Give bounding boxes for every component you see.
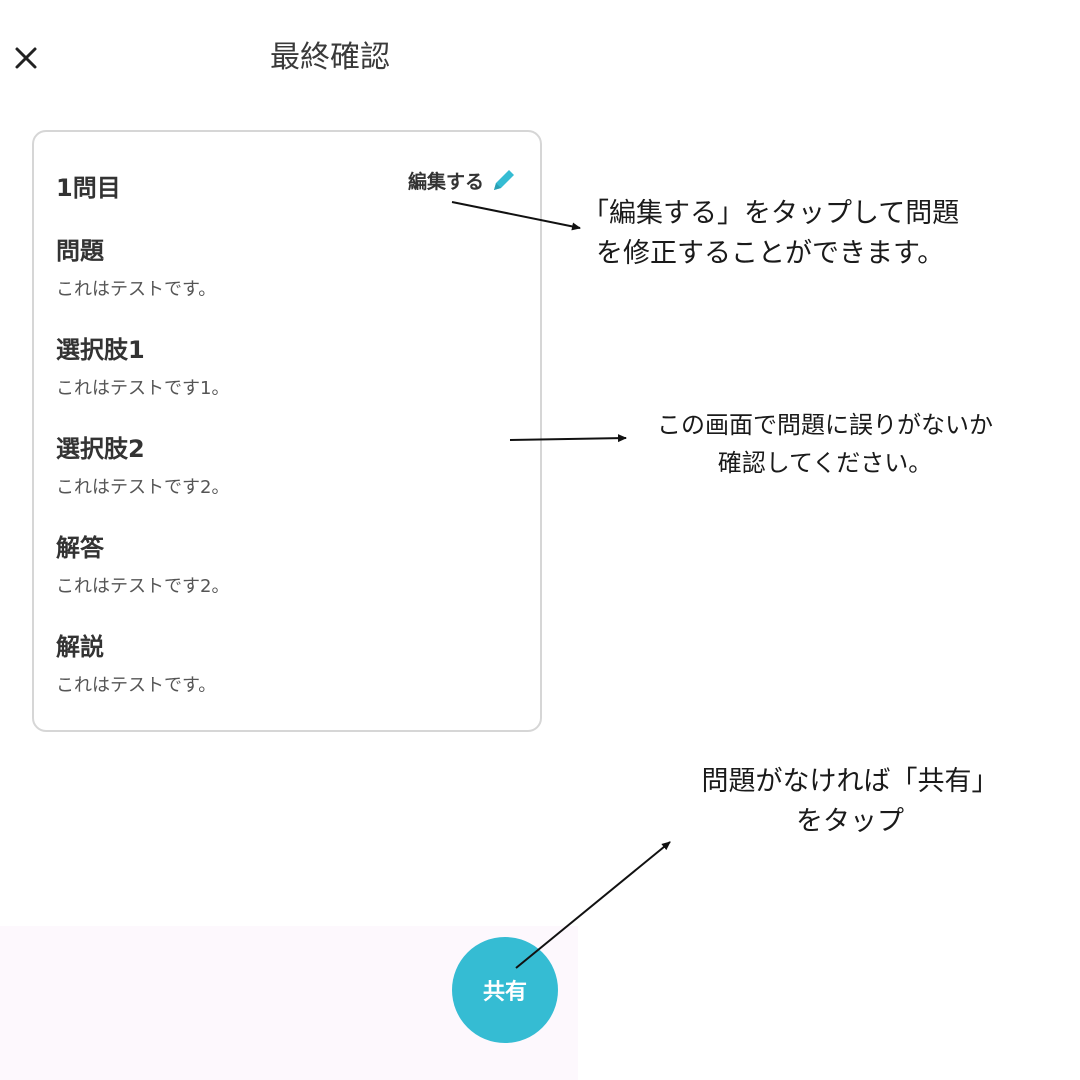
section-choice-2: 選択肢2 これはテストです2。 — [56, 434, 229, 500]
close-icon — [15, 47, 37, 69]
note-line: この画面で問題に誤りがないか — [657, 411, 993, 439]
share-button[interactable]: 共有 — [452, 937, 558, 1043]
section-body: これはテストです2。 — [56, 477, 230, 498]
edit-instruction-note: 「編集する」をタップして問題 を修正することができます。 — [582, 194, 1002, 274]
section-title: 選択肢1 — [56, 336, 145, 364]
close-button[interactable] — [6, 38, 46, 78]
section-title: 解説 — [56, 633, 104, 661]
section-title: 問題 — [56, 237, 104, 265]
section-body: これはテストです。 — [56, 279, 217, 300]
question-card: 1問目 編集する 問題 これはテストです。 選択肢1 これはテストです1。 選択… — [32, 130, 542, 732]
section-body: これはテストです。 — [56, 675, 217, 696]
page-title: 最終確認 — [270, 40, 390, 75]
note-line: 確認してください。 — [717, 449, 933, 477]
note-line: をタップ — [796, 806, 904, 837]
edit-label: 編集する — [407, 170, 484, 193]
section-body: これはテストです2。 — [56, 576, 230, 597]
question-number: 1問目 — [56, 174, 121, 202]
section-question: 問題 これはテストです。 — [56, 236, 216, 302]
edit-button[interactable]: 編集する — [408, 166, 518, 194]
section-answer: 解答 これはテストです2。 — [56, 533, 229, 599]
section-body: これはテストです1。 — [56, 378, 230, 399]
check-instruction-note: この画面で問題に誤りがないか 確認してください。 — [600, 406, 1050, 482]
note-line: 「編集する」をタップして問題 — [582, 198, 960, 229]
section-choice-1: 選択肢1 これはテストです1。 — [56, 335, 229, 401]
section-explanation: 解説 これはテストです。 — [56, 632, 216, 698]
note-line: を修正することができます。 — [596, 238, 945, 269]
section-title: 解答 — [56, 534, 104, 562]
note-line: 問題がなければ「共有」 — [701, 766, 999, 797]
pencil-icon — [494, 170, 514, 190]
section-title: 選択肢2 — [56, 435, 145, 463]
share-instruction-note: 問題がなければ「共有」 をタップ — [660, 762, 1040, 842]
